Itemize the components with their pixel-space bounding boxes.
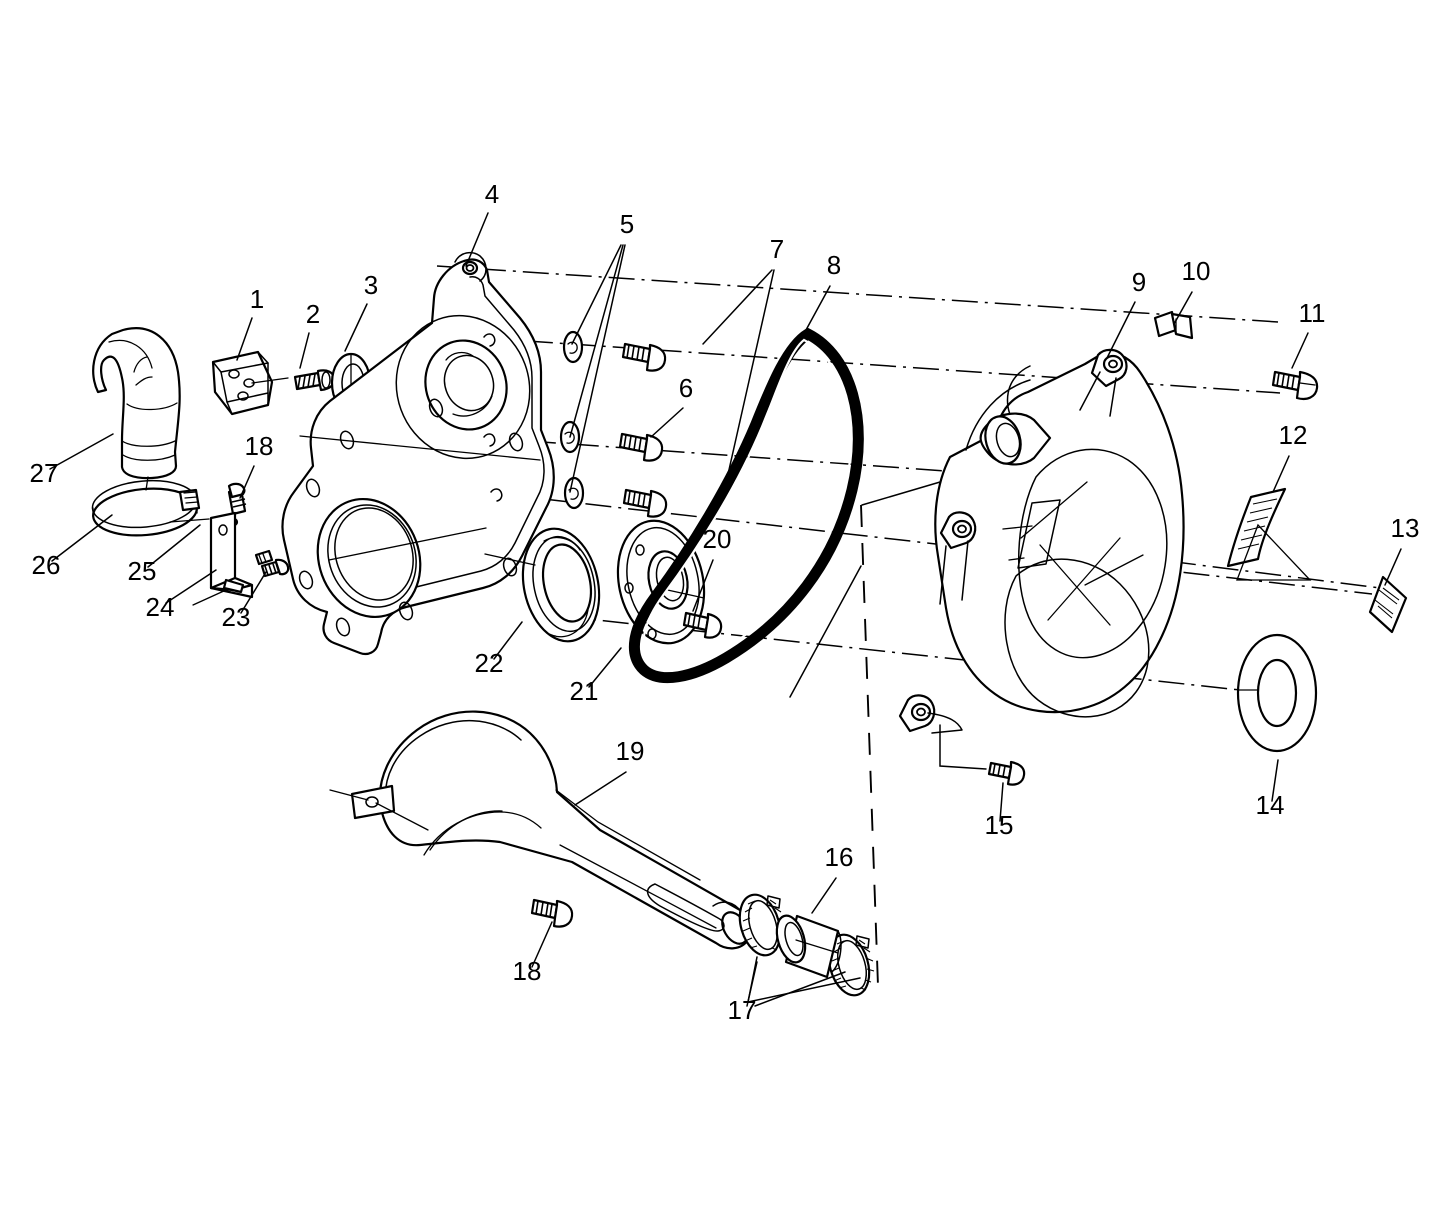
part-26-duct-hose-clamp [91,476,201,537]
leader-line-8 [805,285,831,331]
callout-number-14: 14 [1256,790,1285,820]
callout-number-4: 4 [485,179,499,209]
callout-number-26: 26 [32,550,61,580]
part-25-bracket-bolt [254,549,274,566]
leader-line-5 [571,244,622,345]
leader-line-18 [239,465,255,499]
leader-line-21 [588,647,622,688]
callout-number-16: 16 [825,842,854,872]
callout-number-24: 24 [146,592,175,622]
callout-number-27: 27 [30,458,59,488]
callout-number-1: 1 [250,284,264,314]
part-14-rubber-grommet [1236,633,1318,753]
leader-line-17 [754,971,846,1007]
callout-number-17: 17 [728,995,757,1025]
callout-number-3: 3 [364,270,378,300]
callout-number-23: 23 [222,602,251,632]
leader-line-14 [1271,759,1279,802]
leader-line-18b [531,921,553,968]
leader-line-1 [236,317,253,361]
callout-number-15: 15 [985,810,1014,840]
callout-number-21: 21 [570,676,599,706]
callout-leader-lines [49,212,1402,1007]
leader-line-5 [569,244,626,493]
callout-number-12: 12 [1279,420,1308,450]
leader-line-22 [493,621,523,660]
leader-line-2 [299,332,310,369]
part-20-retainer-bolt [682,611,723,639]
part-13-warning-decal-diamond [1368,575,1408,634]
callout-number-9: 9 [1132,267,1146,297]
lock-washer-3 [563,476,585,510]
callout-number-2: 2 [306,299,320,329]
callout-number-6: 6 [679,373,693,403]
callout-number-25: 25 [128,556,157,586]
part-11-cover-screw [1271,370,1319,401]
callout-number-13: 13 [1391,513,1420,543]
callout-number-5: 5 [620,209,634,239]
leader-line-19 [574,771,627,806]
leader-line-27 [49,433,114,470]
leader-line-7 [723,269,775,493]
leader-line-5 [569,244,624,438]
part-15-cover-screw-lower [939,724,1026,786]
callout-number-20: 20 [703,524,732,554]
part-5-lock-washers [559,330,585,510]
callout-number-19: 19 [616,736,645,766]
callout-number-8: 8 [827,250,841,280]
part-10-retaining-clip [1153,310,1194,340]
leader-line-6 [650,407,684,438]
part-6-7-hex-bolts [618,342,668,518]
leader-line-9 [1106,301,1136,359]
part-23-clip-screw [260,558,290,578]
leader-line-7 [702,269,773,345]
callout-number-7: 7 [770,234,784,264]
part-9-outer-clutch-cover [898,348,1185,734]
leader-line-11 [1291,332,1309,369]
leader-line-26 [51,514,113,562]
leader-line-25 [147,524,201,568]
part-4-inner-clutch-cover [281,251,555,656]
leader-line-20 [692,559,714,612]
part-2-flange-screw [293,369,336,392]
hex-bolt-lower [622,488,668,518]
leader-line-15 [999,782,1004,822]
leader-line-12 [1272,455,1290,493]
lock-washer-1 [562,330,584,364]
callout-number-18: 18 [245,431,274,461]
callout-number-22: 22 [475,648,504,678]
part-12-warning-decal-curved [1226,487,1312,581]
hex-bolt-upper [621,342,667,372]
part-18-flange-bolt-lower [530,898,574,928]
part-22-crankshaft-oil-seal [484,527,601,643]
leader-line-16 [811,877,837,914]
callout-number-11: 11 [1299,298,1326,328]
part-8-drive-belt [628,327,864,684]
part-16-duct-coupler-sleeve [775,914,842,979]
leader-line-13 [1384,548,1402,586]
hex-bolt-middle [618,432,664,462]
leader-line-4 [465,212,489,267]
leader-line-23 [240,571,267,614]
part-24-cable-bracket [169,511,254,606]
part-1-mounting-bracket [211,350,289,416]
leader-line-3 [344,303,368,352]
leader-line-24 [165,569,217,604]
leader-line-10 [1173,291,1193,325]
callout-number-10: 10 [1182,256,1211,286]
callout-number-18b: 18 [513,956,542,986]
leader-line-17 [746,961,758,1007]
part-27-air-outlet-duct [92,327,181,480]
